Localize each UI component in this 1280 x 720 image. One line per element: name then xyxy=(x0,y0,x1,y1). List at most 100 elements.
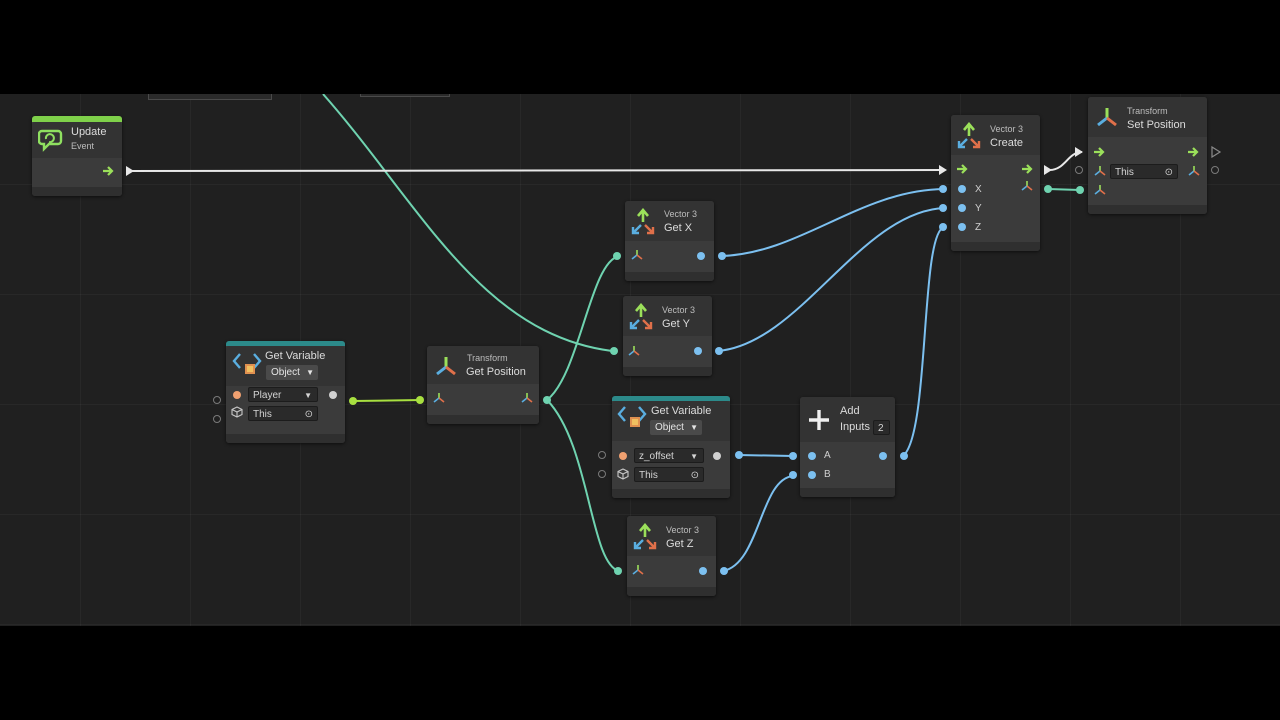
value-out-port[interactable] xyxy=(329,391,337,399)
cube-icon xyxy=(617,468,629,480)
node-category: Vector 3 xyxy=(666,525,700,535)
chevron-down-icon: ▼ xyxy=(690,452,698,461)
cube-icon xyxy=(231,406,243,418)
flow-out-port[interactable] xyxy=(1187,146,1201,158)
unconnected-port[interactable] xyxy=(213,415,221,423)
node-category: Transform xyxy=(1127,106,1168,116)
vector3-axes-icon xyxy=(633,523,657,550)
node-subtitle: Event xyxy=(71,141,95,151)
input-a-label: A xyxy=(824,450,831,461)
wire-pos-getx xyxy=(546,255,620,401)
node-get-variable-player[interactable]: Get Variable Object▼ Player▼ This⊙ xyxy=(226,341,345,443)
wire-create-set-value xyxy=(1047,188,1081,191)
node-title: Set Position xyxy=(1127,119,1186,131)
wire-pos-getz xyxy=(546,399,620,572)
input-b-port[interactable] xyxy=(808,471,816,479)
value-out-port[interactable] xyxy=(713,452,721,460)
node-vector3-get-x[interactable]: Vector 3 Get X xyxy=(625,201,714,281)
flow-arrow-create-out xyxy=(1044,165,1052,175)
target-picker-icon[interactable]: ⊙ xyxy=(1164,167,1173,178)
vector3-in-port-icon[interactable] xyxy=(632,564,644,576)
node-add[interactable]: Add Inputs 2 A B xyxy=(800,397,895,497)
transform-in-port-icon[interactable] xyxy=(1094,165,1106,177)
target-field[interactable]: This⊙ xyxy=(248,406,318,421)
float-out-port[interactable] xyxy=(697,252,705,260)
wire-flow-update-create xyxy=(127,169,945,172)
inputs-label: Inputs xyxy=(840,421,870,433)
node-vector3-create[interactable]: Vector 3 Create X Y Z xyxy=(951,115,1040,251)
wire-add-create-z xyxy=(902,226,945,457)
connection-wires xyxy=(126,94,1084,575)
target-field[interactable]: This⊙ xyxy=(634,467,704,482)
vector3-out-port-icon[interactable] xyxy=(1021,180,1033,192)
target-field[interactable]: This⊙ xyxy=(1110,164,1178,179)
variable-kind-dropdown[interactable]: Object▼ xyxy=(650,420,702,435)
target-picker-icon[interactable]: ⊙ xyxy=(304,409,313,420)
flow-arrow-left xyxy=(126,166,134,176)
transform-axes-icon xyxy=(436,357,456,376)
name-port[interactable] xyxy=(619,452,627,460)
variable-brackets-icon xyxy=(617,406,647,427)
transform-in-port-icon[interactable] xyxy=(433,392,445,404)
z-in-port[interactable] xyxy=(958,223,966,231)
float-out-port[interactable] xyxy=(694,347,702,355)
vector3-out-port-icon[interactable] xyxy=(521,392,533,404)
variable-name-field[interactable]: Player▼ xyxy=(248,387,318,402)
vector3-axes-icon xyxy=(631,208,655,235)
input-a-port[interactable] xyxy=(808,452,816,460)
target-picker-icon[interactable]: ⊙ xyxy=(690,470,699,481)
wire-zoffset-add-a xyxy=(737,454,794,457)
y-in-port[interactable] xyxy=(958,204,966,212)
event-loop-icon xyxy=(38,129,63,152)
vector3-axes-icon xyxy=(957,122,981,149)
vector3-in-port-icon[interactable] xyxy=(1094,184,1106,196)
variable-kind-dropdown[interactable]: Object▼ xyxy=(266,365,318,380)
unconnected-port[interactable] xyxy=(1075,166,1083,174)
node-get-variable-zoffset[interactable]: Get Variable Object▼ z_offset▼ This⊙ xyxy=(612,396,730,498)
sum-out-port[interactable] xyxy=(879,452,887,460)
node-vector3-get-y[interactable]: Vector 3 Get Y xyxy=(623,296,712,376)
node-title: Create xyxy=(990,137,1024,149)
unconnected-port[interactable] xyxy=(598,451,606,459)
flow-out-empty-port[interactable] xyxy=(1210,146,1222,158)
unconnected-port[interactable] xyxy=(213,396,221,404)
vector3-axes-icon xyxy=(629,303,653,330)
inputs-count-field[interactable]: 2 xyxy=(873,420,890,435)
node-vector3-get-z[interactable]: Vector 3 Get Z xyxy=(627,516,716,596)
wire-gety-create-y xyxy=(717,207,945,352)
x-in-port[interactable] xyxy=(958,185,966,193)
unconnected-port[interactable] xyxy=(598,470,606,478)
variable-brackets-icon xyxy=(232,353,262,374)
vector3-in-port-icon[interactable] xyxy=(628,345,640,357)
wire-getx-create-x xyxy=(720,188,945,257)
wire-getz-add-b xyxy=(722,475,794,572)
flow-arrow-create xyxy=(939,165,947,175)
node-title: Get Variable xyxy=(651,405,712,417)
plus-icon xyxy=(809,410,829,430)
flow-out-port[interactable] xyxy=(1021,163,1035,175)
input-b-label: B xyxy=(824,469,831,480)
node-transform-get-position[interactable]: Transform Get Position xyxy=(427,346,539,424)
node-update-event[interactable]: Update Event xyxy=(32,116,122,196)
variable-name-field[interactable]: z_offset▼ xyxy=(634,448,704,463)
node-title: Get Position xyxy=(466,366,526,378)
vector3-in-port-icon[interactable] xyxy=(631,249,643,261)
graph-canvas[interactable]: Update Event Get Variable Object▼ Player… xyxy=(0,94,1280,626)
node-transform-set-position[interactable]: Transform Set Position This⊙ xyxy=(1088,97,1207,214)
chevron-down-icon: ▼ xyxy=(304,391,312,400)
flow-in-port[interactable] xyxy=(956,163,970,175)
name-port[interactable] xyxy=(233,391,241,399)
flow-out-port[interactable] xyxy=(102,165,116,177)
node-category: Transform xyxy=(467,353,508,363)
node-category: Vector 3 xyxy=(664,209,698,219)
node-title: Get Z xyxy=(666,538,694,550)
float-out-port[interactable] xyxy=(699,567,707,575)
transform-out-port-icon[interactable] xyxy=(1188,165,1200,177)
offscreen-node-edge xyxy=(148,94,272,100)
node-title: Get Y xyxy=(662,318,690,330)
flow-in-port[interactable] xyxy=(1093,146,1107,158)
chevron-down-icon: ▼ xyxy=(690,423,698,432)
wire-transform-offscreen xyxy=(322,94,613,352)
unconnected-port[interactable] xyxy=(1211,166,1219,174)
offscreen-node-edge xyxy=(360,94,450,97)
